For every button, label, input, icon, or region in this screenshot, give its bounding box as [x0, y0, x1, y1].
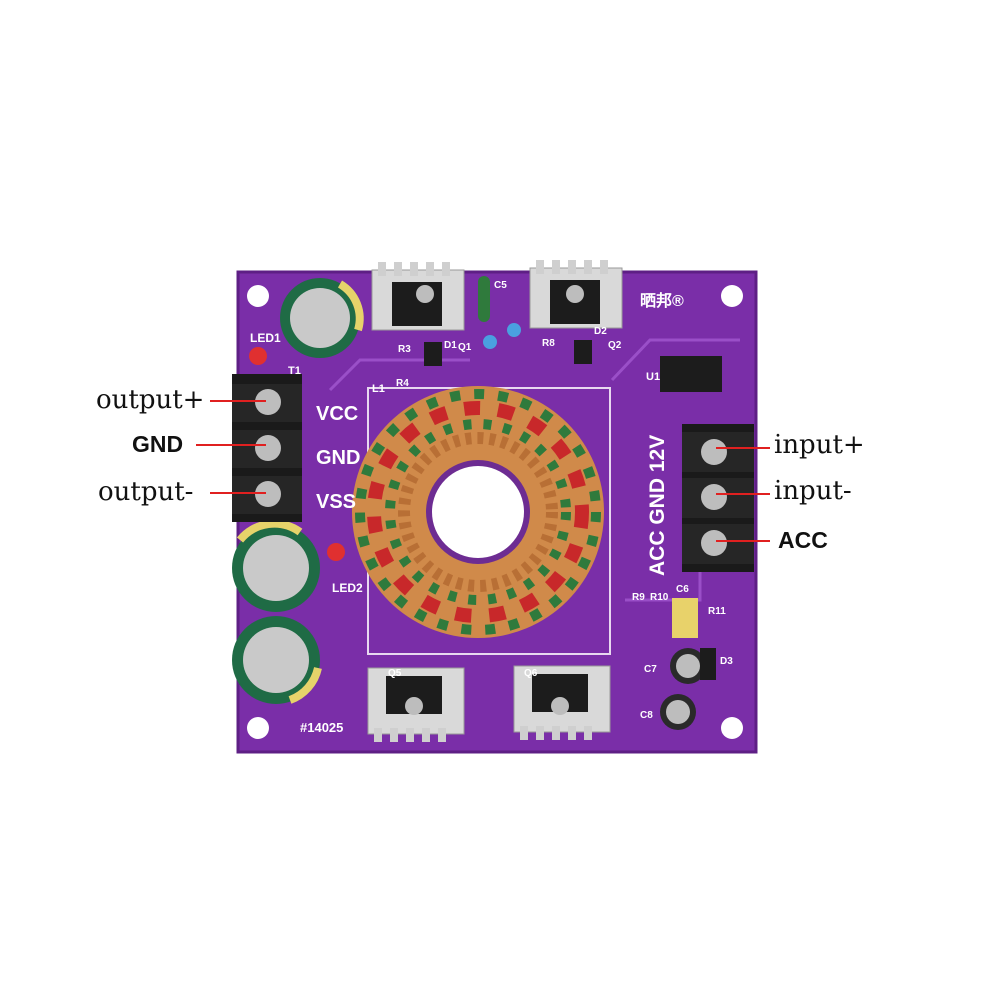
label-gnd: GND: [132, 431, 184, 457]
silk-r11: R11: [708, 606, 726, 617]
mount-hole-bottom-right: [721, 717, 743, 739]
silk-d1: D1: [444, 340, 457, 351]
silk-u1: U1: [646, 371, 660, 383]
capacitor-c8: [660, 694, 696, 730]
diode-d3: [700, 648, 716, 680]
label-input-plus: input+: [774, 430, 865, 460]
terminal-block-output: [232, 374, 302, 522]
toroidal-inductor: [352, 386, 604, 638]
silk-q2: Q2: [608, 340, 622, 351]
diode-d2: [574, 340, 592, 364]
capacitor-blue-1: [483, 335, 497, 349]
terminal-block-input: [682, 424, 754, 572]
capacitor-c5: [478, 276, 490, 322]
capacitor-left-bottom: [232, 616, 322, 704]
heatsink-q1: [371, 262, 465, 331]
silk-q1: Q1: [458, 342, 472, 353]
led1: [249, 347, 267, 365]
silk-led2: LED2: [332, 581, 363, 595]
silk-acc-gnd-12v: ACC GND 12V: [646, 435, 669, 576]
mount-hole-top-left: [247, 285, 269, 307]
silk-l1: L1: [372, 383, 385, 395]
mount-hole-bottom-left: [247, 717, 269, 739]
label-output-minus: output-: [98, 477, 194, 507]
mount-hole-top-right: [721, 285, 743, 307]
heatsink-q6: [513, 665, 611, 740]
silk-vss: VSS: [316, 491, 356, 513]
label-output-plus: output+: [96, 385, 205, 415]
led2: [327, 543, 345, 561]
silk-r8: R8: [542, 338, 555, 349]
capacitor-blue-2: [507, 323, 521, 337]
silk-r3: R3: [398, 344, 411, 355]
silk-q6: Q6: [524, 668, 538, 679]
label-acc: ACC: [778, 527, 828, 553]
capacitor-left-middle: [232, 519, 320, 612]
silk-gnd: GND: [316, 447, 360, 469]
silk-q5: Q5: [388, 668, 402, 679]
silk-c7: C7: [644, 664, 657, 675]
silk-d2: D2: [594, 326, 607, 337]
silk-c6: C6: [676, 584, 689, 595]
chip-u1: [660, 356, 722, 392]
silk-d3: D3: [720, 656, 733, 667]
silk-led1: LED1: [250, 331, 281, 345]
label-input-minus: input-: [774, 476, 852, 506]
silk-r10: R10: [650, 592, 669, 603]
silk-r4: R4: [396, 378, 409, 389]
silk-r9: R9: [632, 592, 645, 603]
silk-c8: C8: [640, 710, 653, 721]
silk-vcc: VCC: [316, 403, 358, 425]
capacitor-c6: [672, 598, 698, 638]
diode-d1: [424, 342, 442, 366]
capacitor-top-left: [280, 278, 364, 358]
silk-t1: T1: [288, 365, 301, 377]
silk-brand: 晒邦®: [640, 291, 684, 310]
heatsink-q5: [367, 667, 465, 742]
heatsink-q2: [529, 260, 623, 329]
silk-board-id: #14025: [300, 720, 343, 735]
silk-c5: C5: [494, 280, 507, 291]
capacitor-c7: [670, 648, 706, 684]
